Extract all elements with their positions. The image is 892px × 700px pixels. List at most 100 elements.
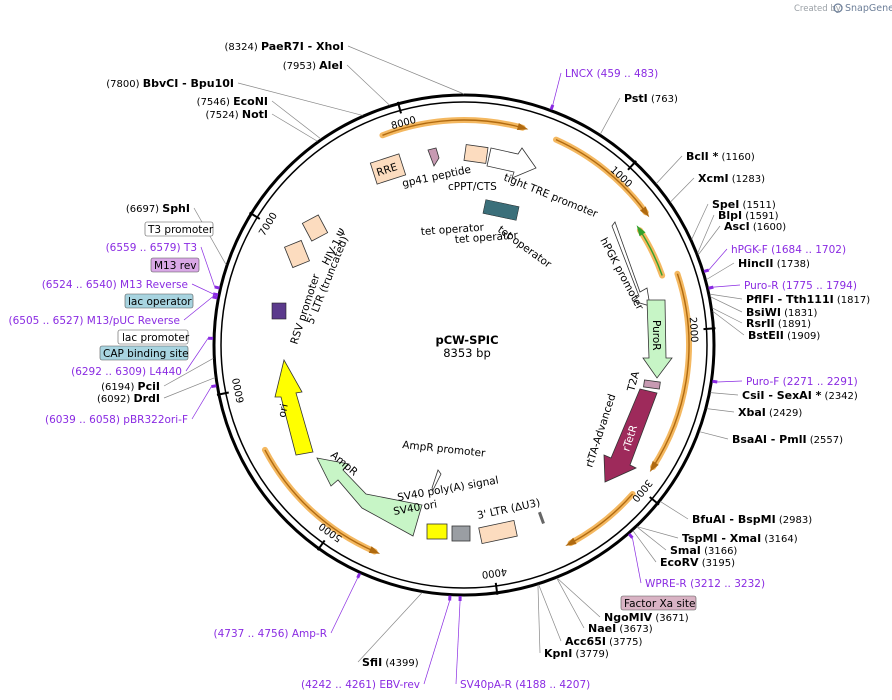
enzyme-label-blpi[interactable]: BlpI (1591) bbox=[718, 209, 779, 222]
primer-label-m13puc-rev[interactable]: (6505 .. 6527) M13/pUC Reverse bbox=[8, 315, 180, 327]
m13-rev-box bbox=[150, 257, 200, 273]
primer-label-puro-f[interactable]: Puro-F (2271 .. 2291) bbox=[746, 376, 858, 388]
enzyme-label-bbvci[interactable]: (7800) BbvCI - Bpu10I bbox=[106, 77, 234, 90]
plasmid-length: 8353 bp bbox=[443, 346, 491, 360]
enzyme-label-xhoi[interactable]: (8324) PaeR7I - XhoI bbox=[225, 40, 345, 53]
primer-label-pbr322ori-f[interactable]: (6039 .. 6058) pBR322ori-F bbox=[45, 414, 188, 426]
enzyme-leader bbox=[636, 526, 667, 551]
tick-mark bbox=[396, 101, 402, 114]
orf-arcs bbox=[261, 117, 692, 555]
enzyme-leader bbox=[271, 100, 322, 140]
primer-leader bbox=[423, 600, 450, 685]
primer-label-ebv-rev[interactable]: (4242 .. 4261) EBV-rev bbox=[301, 679, 420, 691]
enzyme-label-smai[interactable]: SmaI (3166) bbox=[670, 544, 737, 557]
primer-mark-puro-f bbox=[712, 379, 718, 384]
enzyme-label-asci[interactable]: AscI (1600) bbox=[724, 220, 786, 233]
enzyme-label-pcii[interactable]: (6194) PciI bbox=[101, 380, 160, 393]
enzyme-label-econi[interactable]: (7546) EcoNI bbox=[197, 95, 268, 108]
primer-label-puro-r[interactable]: Puro-R (1775 .. 1794) bbox=[744, 280, 857, 292]
enzyme-leader bbox=[163, 377, 216, 399]
enzyme-label-ecorv[interactable]: EcoRV (3195) bbox=[660, 556, 735, 569]
enzyme-label-psti[interactable]: PstI (763) bbox=[624, 92, 678, 105]
ltr3-tick bbox=[538, 511, 545, 524]
boxed-features: Factor Xa site CAP binding site lac prom… bbox=[99, 221, 697, 611]
factor-xa-label: Factor Xa site bbox=[624, 598, 695, 610]
enzyme-leader bbox=[271, 113, 318, 142]
gp41-arrow bbox=[427, 147, 440, 167]
enzyme-label-pflfi[interactable]: PflFI - Tth111I (1817) bbox=[746, 293, 870, 306]
primer-mark-pbr322ori-f bbox=[211, 384, 217, 389]
cppt-box bbox=[463, 144, 489, 164]
ampr-promoter-arrow bbox=[431, 469, 442, 491]
primer-mark-m13puc-rev bbox=[212, 295, 218, 300]
label-leaders bbox=[163, 45, 745, 663]
enzyme-label-rsrii[interactable]: RsrII (1891) bbox=[746, 317, 811, 330]
enzyme-label-sphi[interactable]: (6697) SphI bbox=[126, 202, 190, 215]
lac-promoter-label: lac promoter bbox=[122, 332, 190, 344]
primer-label-amp-r[interactable]: (4737 .. 4756) Amp-R bbox=[214, 628, 328, 640]
enzyme-label-spei[interactable]: SpeI (1511) bbox=[712, 198, 776, 211]
orf-ampr-line bbox=[264, 449, 375, 553]
enzyme-label-sfii[interactable]: SfiI (4399) bbox=[362, 656, 419, 669]
orf-top-line bbox=[382, 119, 523, 136]
enzyme-label-bcli[interactable]: BclI * (1160) bbox=[686, 150, 755, 163]
primer-leader bbox=[455, 600, 461, 685]
enzyme-label-bsaai[interactable]: BsaAI - PmlI (2557) bbox=[732, 433, 843, 446]
enzyme-label-csii[interactable]: CsiI - SexAI * (2342) bbox=[742, 389, 858, 402]
tick-label: 2000 bbox=[687, 317, 700, 343]
puror-arrow bbox=[642, 299, 673, 379]
primer-leader bbox=[552, 72, 562, 105]
orf-right-upper-line bbox=[555, 139, 647, 213]
tick-mark bbox=[216, 391, 229, 396]
enzyme-leader bbox=[637, 526, 679, 539]
enzyme-label-acc65i[interactable]: Acc65I (3775) bbox=[565, 635, 642, 648]
orf-top-arrowhead bbox=[516, 123, 529, 130]
enzyme-leader bbox=[697, 225, 721, 256]
primer-label-sv40pa-r[interactable]: SV40pA-R (4188 .. 4207) bbox=[460, 679, 590, 691]
tick-mark bbox=[627, 160, 637, 171]
primer-mark-t3 bbox=[214, 285, 220, 290]
orf-right-upper-arrowhead bbox=[640, 206, 650, 218]
tet-operator-label-2: tet operator bbox=[454, 230, 519, 246]
primer-label-hpgk-f[interactable]: hPGK-F (1684 .. 1702) bbox=[731, 244, 846, 256]
primer-label-l4440[interactable]: (6292 .. 6309) L4440 bbox=[71, 366, 182, 378]
enzyme-label-drdi[interactable]: (6092) DrdI bbox=[97, 392, 160, 405]
enzyme-leader bbox=[632, 530, 657, 563]
t3-promoter-box bbox=[144, 221, 214, 237]
enzyme-label-bfuai[interactable]: BfuAI - BspMI (2983) bbox=[692, 513, 812, 526]
enzyme-label-alei[interactable]: (7953) AleI bbox=[283, 59, 343, 72]
feature-glyphs bbox=[271, 144, 673, 545]
primer-label-lncx[interactable]: LNCX (459 .. 483) bbox=[565, 68, 658, 80]
primer-mark-lncx bbox=[549, 104, 555, 111]
enzyme-label-xbai[interactable]: XbaI (2429) bbox=[738, 406, 802, 419]
snapgene-logo bbox=[833, 3, 843, 13]
ltr3-box bbox=[478, 519, 518, 545]
enzyme-leader bbox=[697, 214, 715, 254]
primer-label-wpre-r[interactable]: WPRE-R (3212 .. 3232) bbox=[645, 578, 765, 590]
enzyme-label-tspmi[interactable]: TspMI - XmaI (3164) bbox=[682, 532, 798, 545]
enzyme-leader bbox=[691, 203, 709, 240]
enzyme-label-bsiwi[interactable]: BsiWI (1831) bbox=[746, 306, 817, 319]
enzyme-leader bbox=[556, 577, 601, 618]
primer-label-t3[interactable]: (6559 .. 6579) T3 bbox=[106, 242, 197, 254]
primer-mark-puro-r bbox=[708, 285, 714, 290]
ori-arrow bbox=[274, 358, 314, 456]
enzyme-label-xcmi[interactable]: XcmI (1283) bbox=[698, 172, 765, 185]
enzyme-label-ngomiv[interactable]: NgoMIV (3671) bbox=[604, 611, 689, 624]
orf-lower-right-line bbox=[570, 493, 634, 544]
enzyme-label-noti[interactable]: (7524) NotI bbox=[205, 108, 268, 121]
orf-right-line bbox=[652, 273, 690, 468]
ltr5-box bbox=[284, 239, 310, 269]
enzyme-label-naei[interactable]: NaeI (3673) bbox=[588, 622, 653, 635]
cppt-label: cPPT/CTS bbox=[448, 181, 497, 193]
tick-label: 6000 bbox=[231, 377, 247, 404]
plasmid-name: pCW-SPIC bbox=[435, 333, 498, 347]
primer-label-m13-reverse[interactable]: (6524 .. 6540) M13 Reverse bbox=[42, 279, 188, 291]
primer-leader bbox=[717, 380, 743, 383]
enzyme-label-kpni[interactable]: KpnI (3779) bbox=[544, 647, 609, 660]
primer-leader bbox=[183, 296, 213, 321]
enzyme-label-hincii[interactable]: HincII (1738) bbox=[738, 257, 810, 270]
enzyme-label-bsteii[interactable]: BstEII (1909) bbox=[748, 329, 820, 342]
orf-hpgk-band bbox=[636, 227, 666, 279]
